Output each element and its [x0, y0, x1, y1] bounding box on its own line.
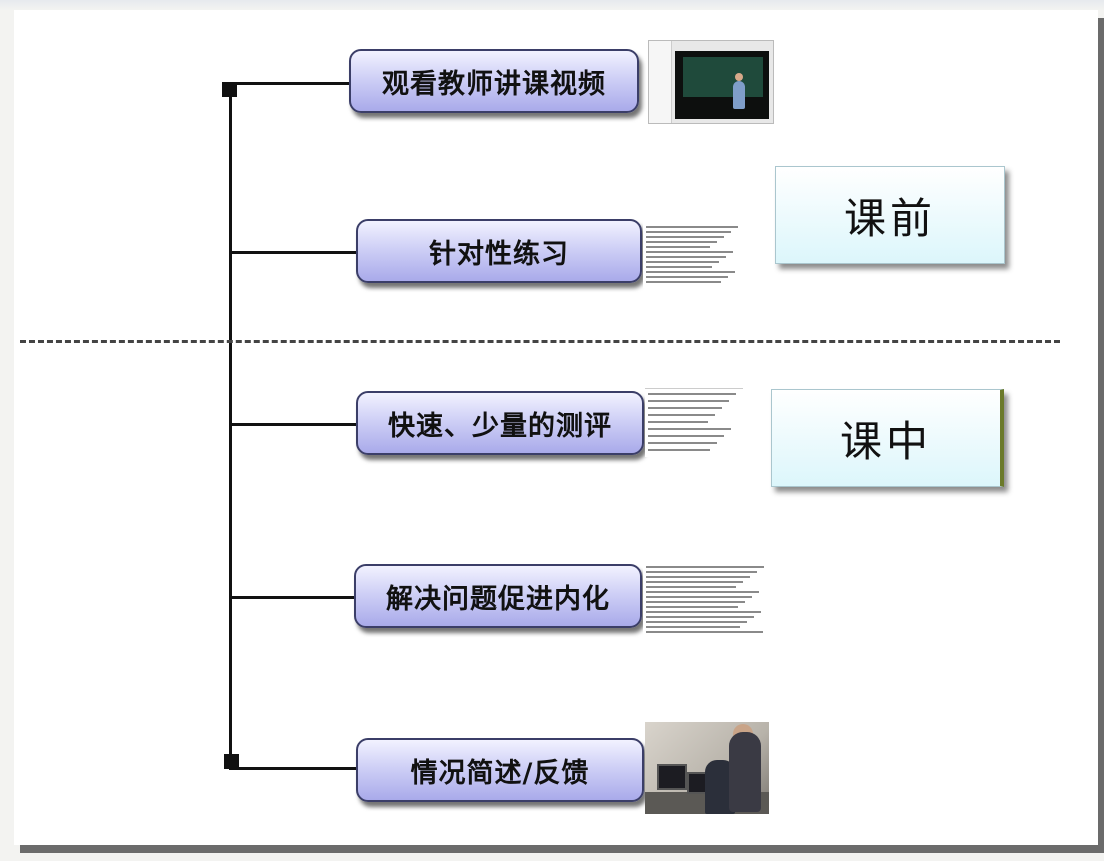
step-quick-assessment: 快速、少量的测评 [356, 391, 644, 455]
step-watch-video: 观看教师讲课视频 [349, 49, 639, 113]
step-summary-feedback: 情况简述/反馈 [356, 738, 644, 802]
lecture-video-thumbnail [648, 40, 774, 124]
text-line [648, 400, 729, 402]
phase-label: 课前 [843, 193, 936, 243]
step-targeted-practice: 针对性练习 [356, 219, 642, 283]
text-line [648, 393, 736, 395]
step-label: 快速、少量的测评 [388, 410, 612, 442]
phase-label: 课中 [839, 416, 932, 466]
text-line [648, 414, 715, 416]
text-line [646, 576, 750, 578]
text-line [648, 421, 708, 423]
text-line [646, 611, 761, 613]
tree-node-bottom [224, 754, 239, 769]
text-line [646, 236, 724, 238]
branch-1 [229, 82, 351, 85]
step-problem-solving: 解决问题促进内化 [354, 564, 642, 628]
text-line [646, 586, 736, 588]
text-line [646, 581, 743, 583]
text-line [646, 226, 738, 228]
text-line [648, 442, 717, 444]
text-line [646, 256, 726, 258]
branch-5 [229, 767, 357, 770]
practice-document-thumbnail [643, 222, 743, 288]
step-label: 情况简述/反馈 [410, 757, 590, 789]
text-line [646, 591, 759, 593]
text-line [646, 621, 747, 623]
step-label: 解决问题促进内化 [386, 583, 610, 615]
classroom-photo-thumbnail [645, 722, 769, 814]
quiz-screenshot-thumbnail [645, 388, 743, 457]
branch-3 [229, 423, 357, 426]
text-line [646, 266, 712, 268]
branch-4 [229, 596, 355, 599]
tree-trunk [229, 89, 232, 763]
text-line [646, 281, 721, 283]
text-line [646, 566, 764, 568]
text-line [646, 631, 763, 633]
text-line [646, 601, 745, 603]
text-line [646, 251, 733, 253]
tree-node-top [222, 82, 237, 97]
text-line [646, 246, 710, 248]
phase-in-class: 课中 [771, 389, 1004, 487]
text-line [648, 449, 710, 451]
text-line [646, 606, 738, 608]
text-line [648, 407, 722, 409]
branch-2 [229, 251, 357, 254]
text-line [646, 261, 719, 263]
text-line [648, 435, 724, 437]
phase-pre-class: 课前 [775, 166, 1005, 264]
text-line [646, 271, 735, 273]
text-line [646, 241, 717, 243]
text-line [646, 616, 754, 618]
text-line [646, 596, 752, 598]
step-label: 观看教师讲课视频 [382, 68, 606, 100]
text-line [646, 276, 728, 278]
discussion-document-thumbnail [643, 562, 769, 634]
text-line [646, 571, 757, 573]
top-border [0, 0, 1104, 10]
text-line [646, 626, 740, 628]
text-line [648, 428, 731, 430]
text-line [646, 231, 731, 233]
step-label: 针对性练习 [429, 238, 569, 270]
phase-divider [20, 340, 1060, 343]
